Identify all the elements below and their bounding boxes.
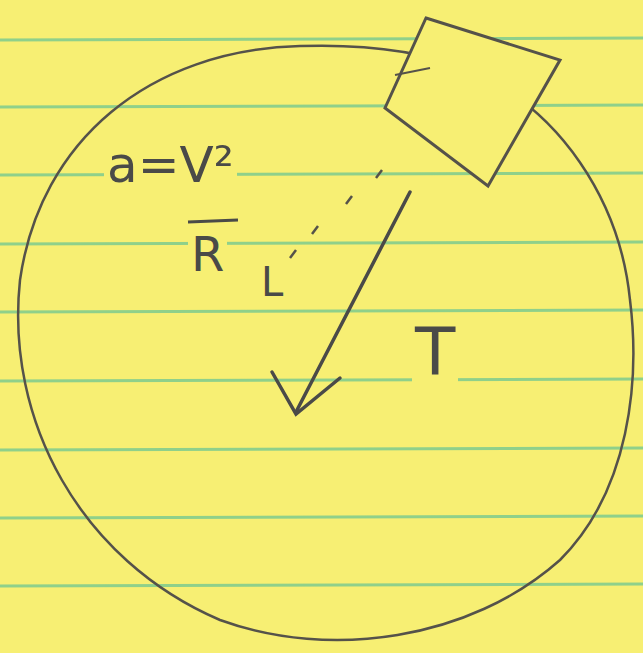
radius-dashes [290,170,382,258]
ruled-lines [0,38,643,586]
block [385,18,560,186]
fraction-bar [188,220,238,222]
period-label: T [412,320,458,386]
formula-numerator: a=V² [104,140,237,190]
acceleration-arrow [272,192,410,414]
circular-path [18,46,633,640]
mark [395,68,430,75]
formula-denominator: R [188,230,227,278]
radius-label: L [258,262,286,302]
